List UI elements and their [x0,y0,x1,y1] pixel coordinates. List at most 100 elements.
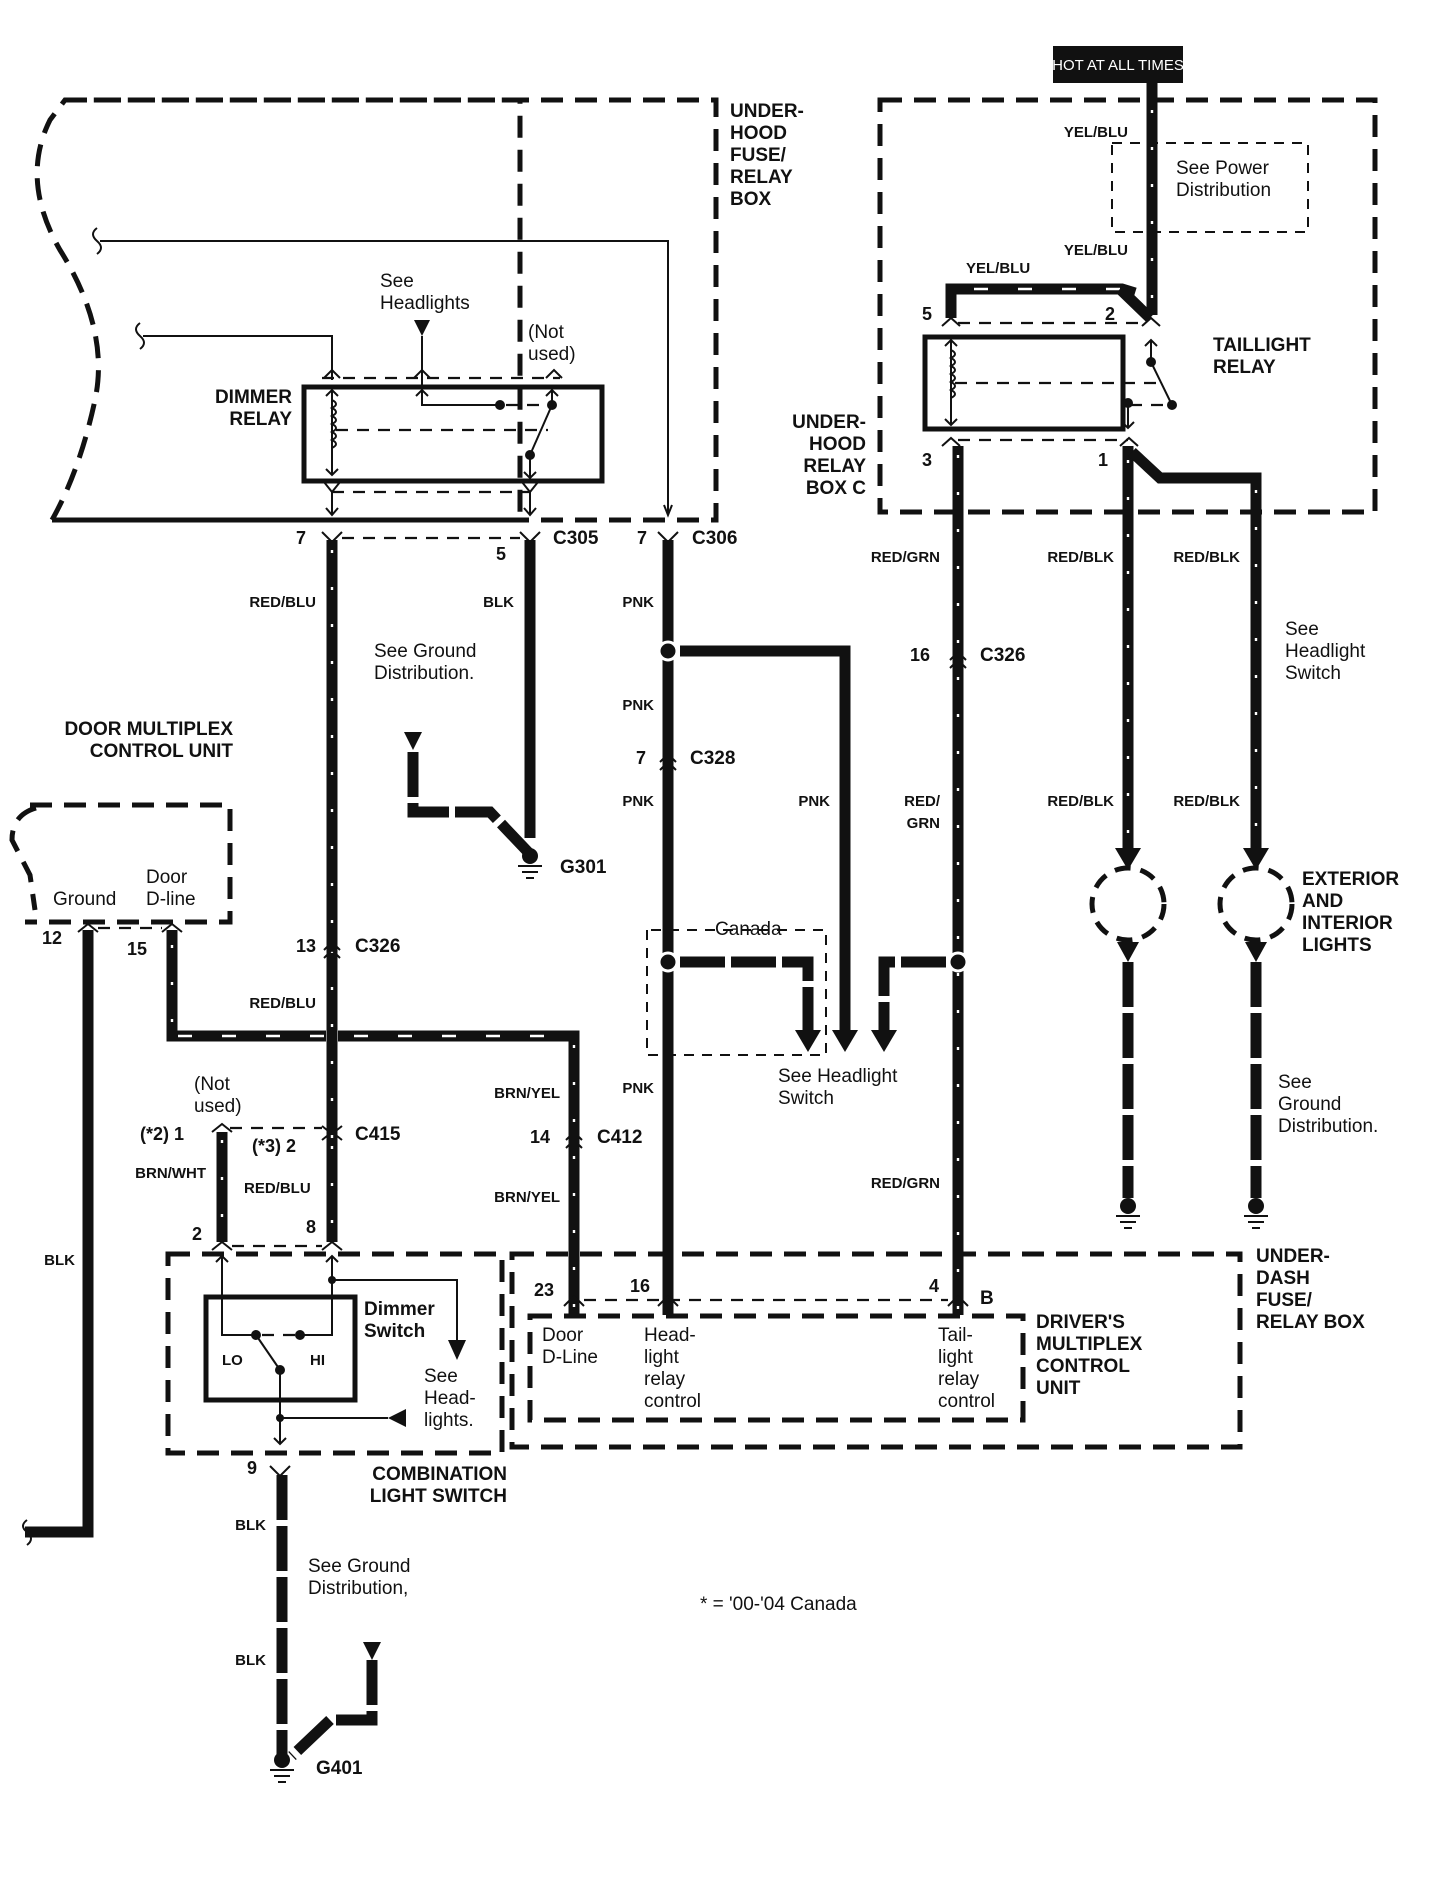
wire-label-brn-yel-2: BRN/YEL [494,1189,560,1206]
text-line: See [424,1366,458,1387]
text-line: BOX [730,189,772,210]
dimmer-hi-label: HI [310,1352,325,1369]
text-line: UNIT [1036,1378,1081,1399]
dimmer-lo-label: LO [222,1352,243,1369]
text-line: FUSE/ [1256,1290,1313,1311]
wire-label-red-grn-1: RED/GRN [871,549,940,566]
wire-label-blk-c305: BLK [483,594,514,611]
wire-label-pnk-4: PNK [622,1080,654,1097]
pin-drv-4: 4 [929,1276,939,1296]
text-line: See [380,271,414,292]
taillight-relay [922,316,1177,447]
connector-c326-label-b: C326 [980,645,1025,666]
text-line: RELAY BOX [1256,1312,1365,1333]
ground-g401-icon [270,1752,294,1783]
text-line: DIMMER [215,387,292,408]
text-line: UNDER- [1256,1246,1330,1267]
ground-g301-icon [518,848,542,879]
text-line: used) [528,344,576,365]
footnote: * = '00-'04 Canada [700,1594,857,1615]
wire-label-red-blu-1: RED/BLU [249,594,316,611]
text-line: CONTROL UNIT [90,741,234,762]
text-line: TAILLIGHT [1213,335,1311,356]
combination-light-switch-box [165,1251,505,1456]
text-line: RELAY [229,409,292,430]
text-line: DRIVER'S [1036,1312,1125,1333]
see-headlights-arrow-icon [448,1340,466,1360]
dimmer-switch [203,1254,466,1446]
wire-label-pnk-1: PNK [622,594,654,611]
text-line: HOOD [730,123,787,144]
see-headlights-arrow-icon [414,320,430,336]
text-line: See Ground [374,641,476,662]
wire-label-blk-g401-2: BLK [235,1652,266,1669]
wire-label-pnk-branch: PNK [798,793,830,810]
pin-c326-13: 13 [296,936,316,956]
connector-c326-label-a: C326 [355,936,400,957]
text-line: LIGHTS [1302,935,1372,956]
text-line: Door [542,1325,584,1346]
text-line: FUSE/ [730,145,787,166]
text-line: control [644,1391,701,1412]
hot-at-all-times-label: HOT AT ALL TIMES [1052,57,1184,74]
wire-label-brn-yel-1: BRN/YEL [494,1085,560,1102]
text-line: See [1285,619,1319,640]
pin-c305-7: 7 [296,528,306,548]
door-multiplex-control-unit-box [9,802,233,925]
text-line: relay [938,1369,980,1390]
text-line: AND [1302,891,1343,912]
underdash-connector-b: B [980,1288,994,1309]
text-line: Head- [424,1388,476,1409]
text-line: COMBINATION [372,1464,507,1485]
connector-c328-label: C328 [690,748,735,769]
wire-label-red-grn-2: RED/GRN [904,793,941,832]
text-line: DOOR MULTIPLEX [64,719,233,740]
wire-label-yel-blu-2: YEL/BLU [1064,242,1128,259]
pin-c305-5: 5 [496,544,506,564]
text-line: See [1278,1072,1312,1093]
connector-c415-label: C415 [355,1124,401,1145]
pin-c415-1: (*2) 1 [140,1124,184,1144]
wire-label-red-grn-3: RED/GRN [871,1175,940,1192]
connector-c305-label: C305 [553,528,599,549]
connector-c412-label: C412 [597,1127,642,1148]
pin-c326-16: 16 [910,645,930,665]
text-line: D-Line [542,1347,598,1368]
wire-break-symbol [92,227,102,255]
text-line: Head- [644,1325,696,1346]
wire-label-pnk-3: PNK [622,793,654,810]
text-line: LIGHT SWITCH [370,1486,507,1507]
text-line: used) [194,1096,242,1117]
pin-door-12: 12 [42,928,62,948]
text-line: D-line [146,889,196,910]
pin-c415-2: (*3) 2 [252,1136,296,1156]
wire-label-pnk-2: PNK [622,697,654,714]
text-line: Switch [1285,663,1341,684]
text-line: Dimmer [364,1299,435,1320]
canada-box [646,929,827,1056]
text-line: GRN [907,815,940,832]
text-line: See Headlight [778,1066,898,1087]
text-line: lights. [424,1410,474,1431]
drivers-multiplex-control-unit-box [527,1313,1026,1423]
c306-feed-wire [100,240,669,515]
wire-label-brn-wht: BRN/WHT [135,1165,206,1182]
text-line: INTERIOR [1302,913,1393,934]
wire-label-red-blk-1: RED/BLK [1047,549,1114,566]
text-line: Headlight [1285,641,1366,662]
pin-door-15: 15 [127,939,147,959]
text-line: HOOD [809,434,866,455]
